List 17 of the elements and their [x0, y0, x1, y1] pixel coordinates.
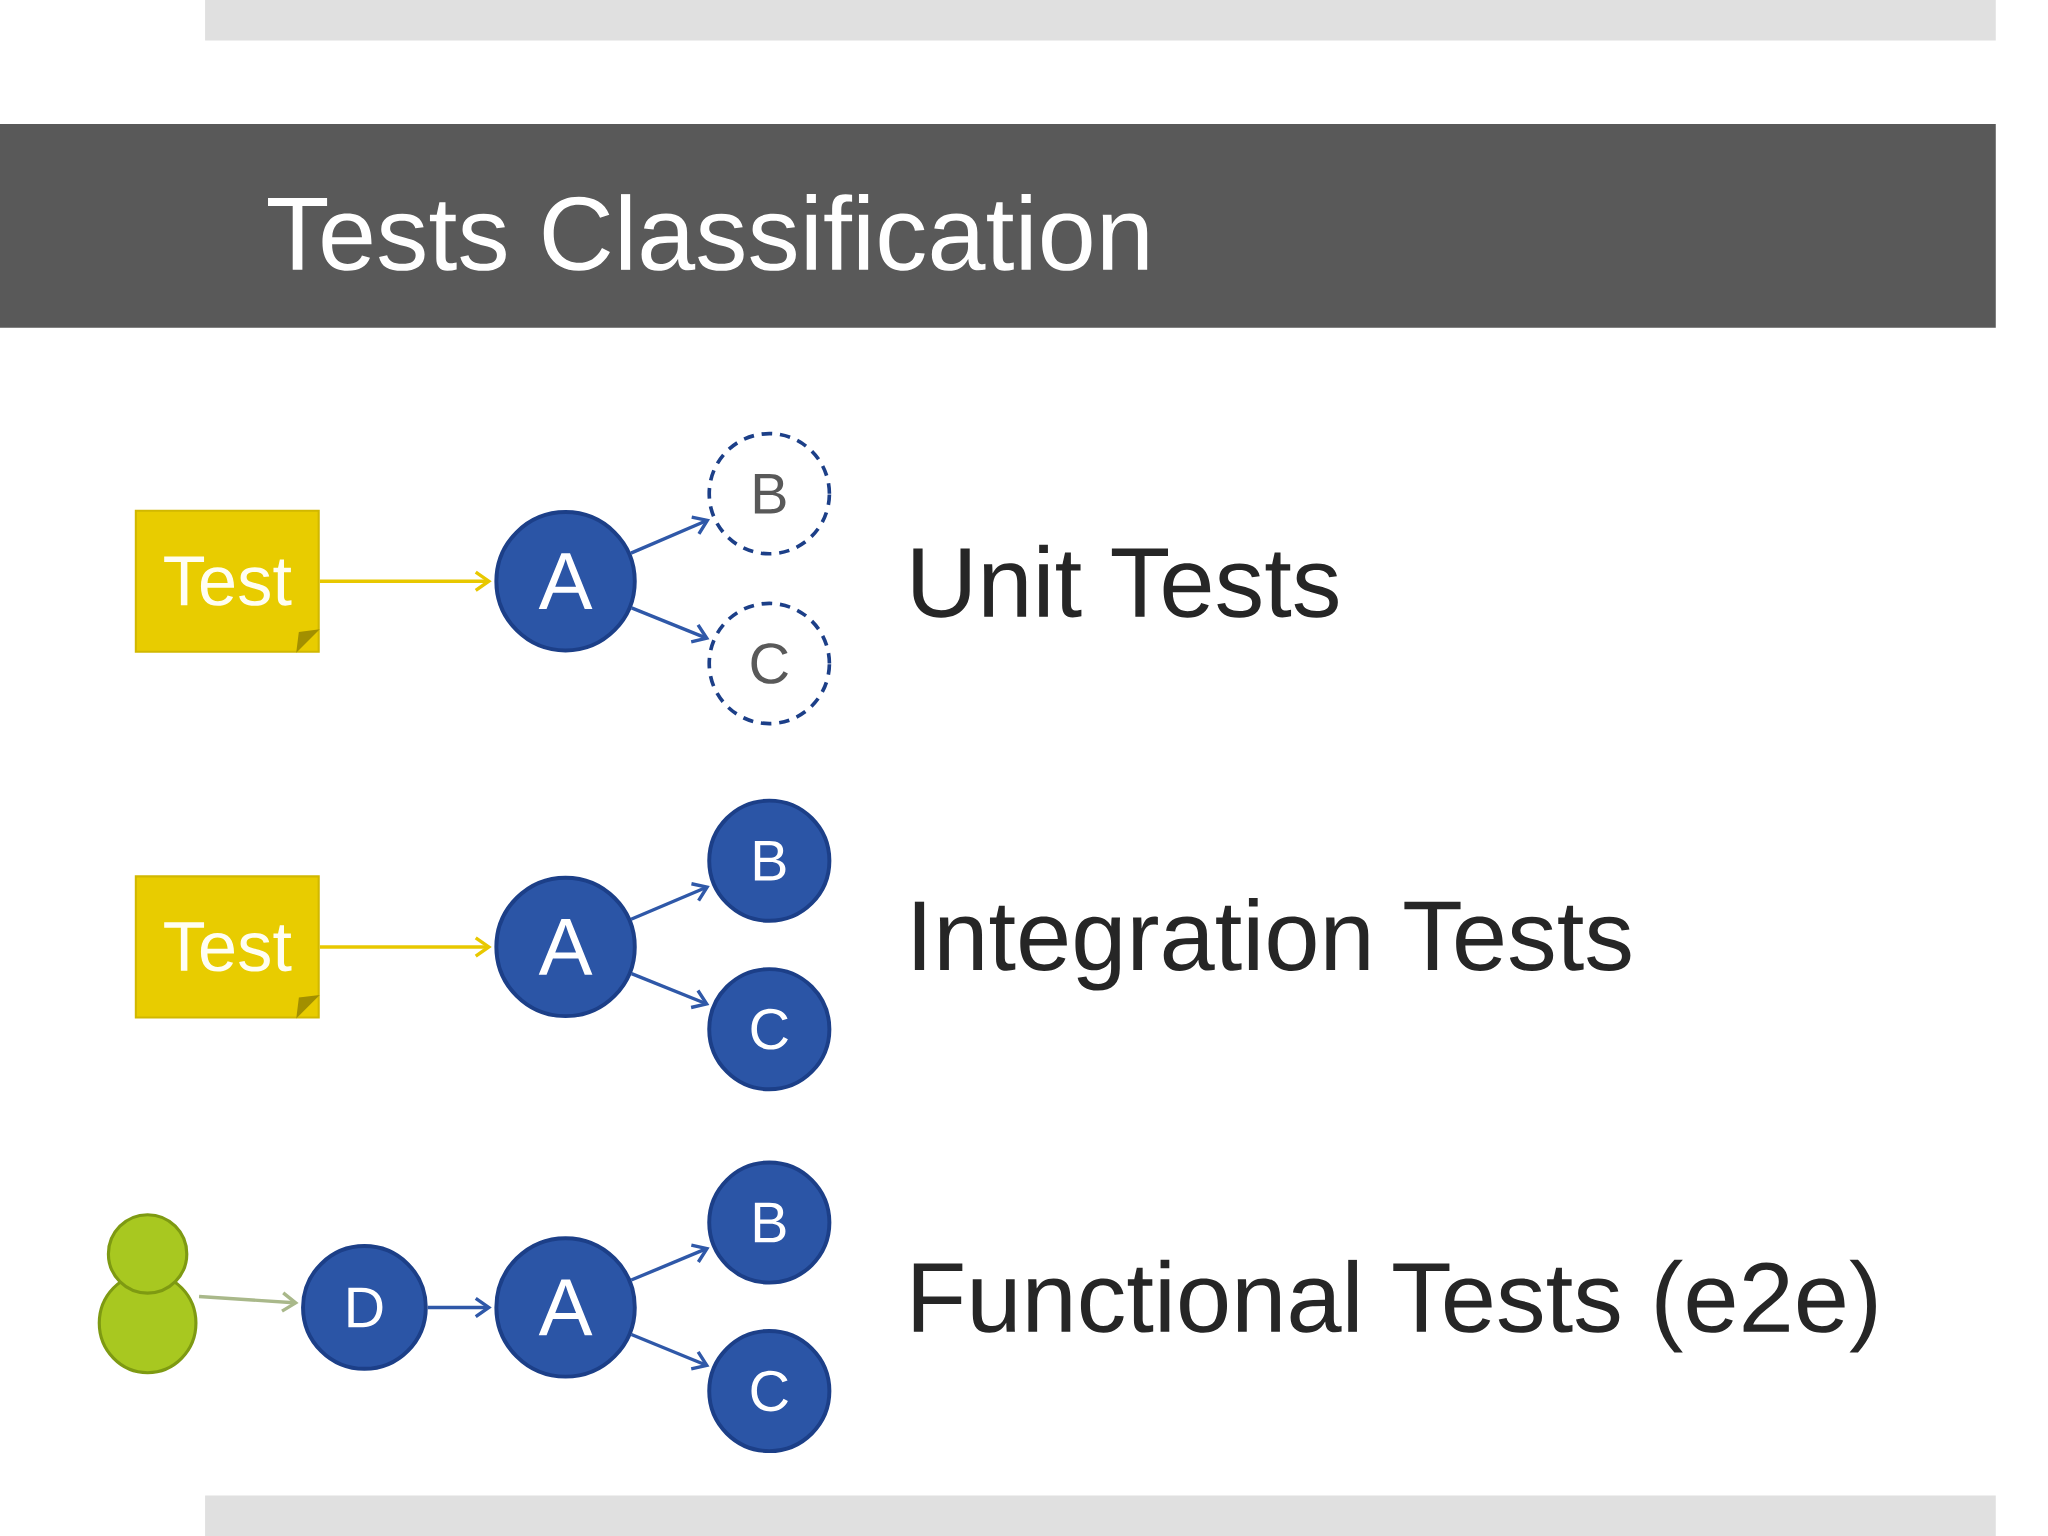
arrow [630, 1332, 710, 1371]
arrow [630, 1243, 710, 1282]
row-label: Unit Tests [913, 544, 1338, 618]
arrow [630, 515, 711, 555]
arrow [630, 606, 710, 644]
arrow [319, 936, 492, 958]
arrow [198, 1291, 299, 1313]
person-icon [97, 1213, 198, 1375]
row-label: Functional Tests (e2e) [913, 1259, 1876, 1353]
arrow [319, 570, 492, 592]
title-band: Tests Classification [0, 124, 1996, 328]
arrow [427, 1296, 492, 1318]
arrow [630, 972, 710, 1010]
sticky-note: Test [134, 875, 320, 1019]
sticky-note: Test [134, 509, 320, 653]
row-label: Integration Tests [914, 898, 1631, 991]
arrow [630, 882, 710, 921]
